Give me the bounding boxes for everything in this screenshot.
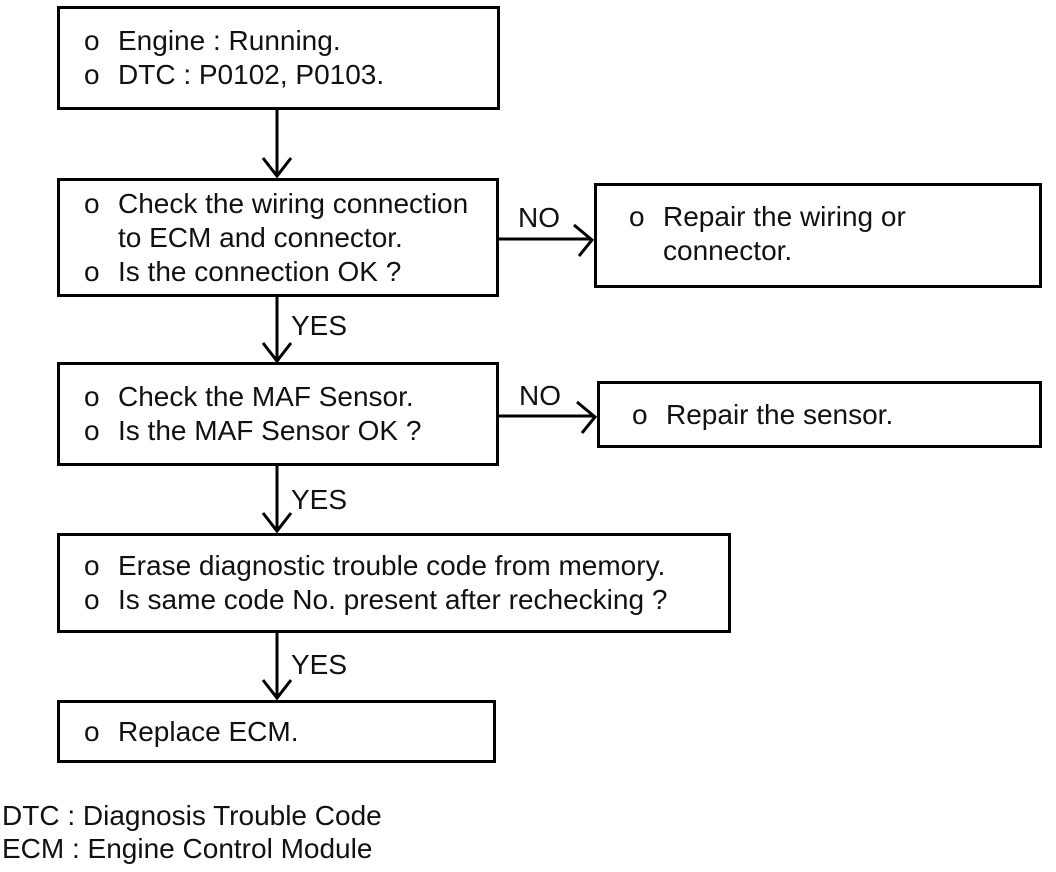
flow-box-replace-ecm: o Replace ECM.	[57, 700, 496, 763]
step-text: Engine : Running.	[118, 25, 341, 56]
flow-box-check-maf-sensor: o Check the MAF Sensor. o Is the MAF Sen…	[57, 362, 499, 466]
arrow-down-4	[261, 631, 293, 701]
arrow-down-3	[261, 465, 293, 534]
bullet: o	[84, 415, 100, 446]
list-item: o Erase diagnostic trouble code from mem…	[60, 549, 714, 583]
flow-box-start-conditions: o Engine : Running. o DTC : P0102, P0103…	[57, 6, 500, 110]
bullet: o	[84, 255, 100, 287]
step-text: Repair the sensor.	[666, 398, 894, 430]
footnote-dtc: DTC : Diagnosis Trouble Code	[2, 800, 382, 831]
bullet: o	[84, 584, 100, 615]
bullet: o	[84, 550, 100, 581]
list-item: o Is the connection OK ?	[60, 255, 482, 289]
bullet: o	[632, 398, 648, 430]
flow-box-check-wiring: o Check the wiring connection to ECM and…	[57, 178, 499, 297]
yes-label-2: YES	[291, 484, 348, 515]
list-item: o Check the MAF Sensor.	[60, 380, 482, 414]
bullet: o	[84, 59, 100, 90]
list-item: o DTC : P0102, P0103.	[60, 58, 483, 92]
bullet: o	[84, 187, 100, 219]
list-item: o Is the MAF Sensor OK ?	[60, 414, 482, 448]
arrow-down-1	[261, 109, 293, 179]
bullet: o	[84, 25, 100, 56]
step-text: Check the wiring connection to ECM and c…	[118, 187, 469, 253]
flow-box-repair-wiring: o Repair the wiring or connector.	[594, 183, 1042, 288]
list-item: o Engine : Running.	[60, 24, 483, 58]
footnote-ecm: ECM : Engine Control Module	[2, 833, 373, 864]
step-text: Erase diagnostic trouble code from memor…	[118, 550, 666, 581]
step-text: DTC : P0102, P0103.	[118, 59, 385, 90]
list-item: o Repair the wiring or connector.	[597, 200, 1025, 268]
bullet: o	[84, 715, 100, 747]
step-text: Is the MAF Sensor OK ?	[118, 415, 422, 446]
no-arrow-2	[499, 400, 598, 434]
flow-box-erase-code: o Erase diagnostic trouble code from mem…	[57, 533, 731, 633]
step-text: Replace ECM.	[118, 715, 299, 747]
list-item: o Check the wiring connection to ECM and…	[60, 187, 482, 255]
step-text: Is the connection OK ?	[118, 255, 402, 287]
no-label-1: NO	[518, 202, 560, 233]
arrow-down-2	[261, 296, 293, 364]
no-arrow-1	[499, 223, 595, 257]
bullet: o	[84, 381, 100, 412]
no-label-2: NO	[519, 380, 561, 411]
yes-label-3: YES	[291, 649, 348, 680]
list-item: o Repair the sensor.	[600, 398, 1025, 432]
step-text: Check the MAF Sensor.	[118, 381, 414, 412]
step-text: Is same code No. present after recheckin…	[118, 584, 668, 615]
step-text: Repair the wiring or connector.	[663, 201, 906, 266]
list-item: o Is same code No. present after recheck…	[60, 583, 714, 617]
flow-box-repair-sensor: o Repair the sensor.	[597, 381, 1042, 448]
yes-label-1: YES	[291, 310, 348, 341]
list-item: o Replace ECM.	[60, 715, 479, 749]
bullet: o	[629, 201, 645, 232]
